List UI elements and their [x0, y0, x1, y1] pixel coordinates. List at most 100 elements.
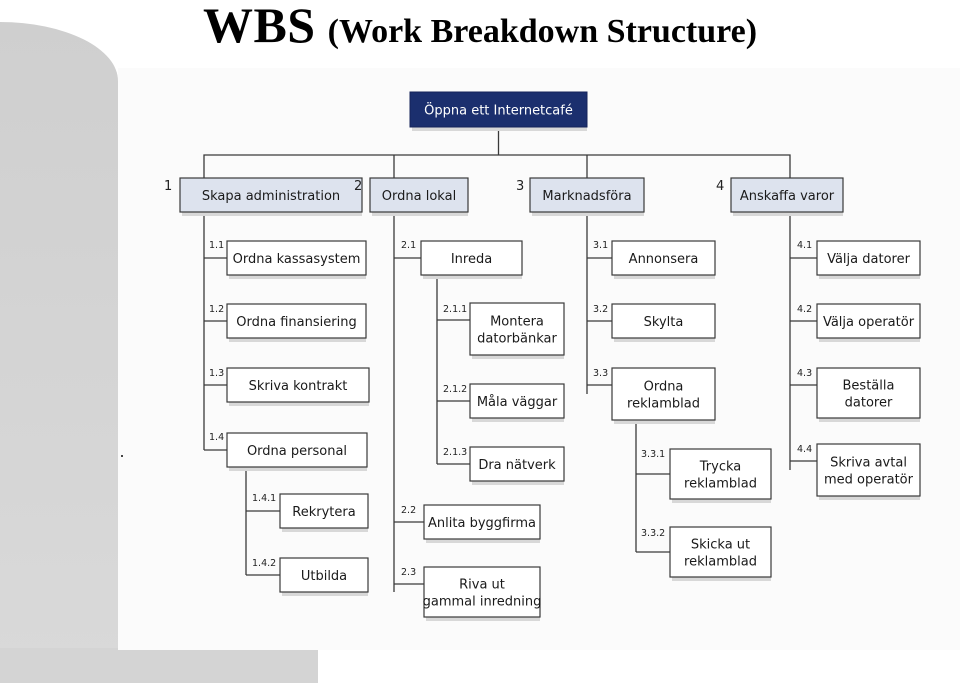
- node-shadow: [426, 539, 540, 543]
- node-box: [816, 240, 921, 276]
- node-label: Ordna lokal: [382, 189, 456, 204]
- node-box: [423, 504, 541, 540]
- node-number: 1.3: [209, 368, 224, 379]
- node-number: 4: [716, 179, 724, 194]
- node-label: Ordna kassasystem: [233, 252, 361, 267]
- node-label: Marknadsföra: [542, 189, 631, 204]
- node-label: reklamblad: [627, 397, 700, 412]
- node-shadow: [614, 275, 715, 279]
- node-shadow: [532, 212, 644, 216]
- node-label: Inreda: [451, 252, 492, 267]
- connector-line: [203, 154, 791, 178]
- stray-dot: [121, 455, 123, 457]
- node-label: Beställa: [843, 379, 895, 394]
- node-box: [409, 91, 588, 128]
- node-number: 1.2: [209, 304, 224, 315]
- node-box: [226, 432, 368, 468]
- node-number: 2.1.3: [443, 447, 467, 458]
- node-label: Ordna: [644, 380, 684, 395]
- node-box: [469, 446, 565, 482]
- slide-title: WBS (Work Breakdown Structure): [0, 0, 960, 50]
- node-label: Anlita byggfirma: [428, 516, 536, 531]
- node-label: Skriva avtal: [830, 456, 907, 471]
- node-shadow: [472, 418, 564, 422]
- node-number: 2: [354, 179, 362, 194]
- node-label: reklamblad: [684, 477, 757, 492]
- wbs-node-anlita-byggfirma: Anlita byggfirma 2.2: [401, 504, 541, 543]
- node-shadow: [819, 418, 920, 422]
- node-shadow: [229, 402, 369, 406]
- node-box: [611, 240, 716, 276]
- slide-title-main: WBS: [202, 0, 316, 53]
- node-box: [423, 566, 541, 618]
- node-shadow: [819, 496, 920, 500]
- node-shadow: [819, 338, 920, 342]
- node-shadow: [672, 499, 771, 503]
- node-shadow: [372, 212, 468, 216]
- node-number: 2.3: [401, 567, 416, 578]
- wbs-node-mala-vaggar: Måla väggar 2.1.2: [443, 383, 565, 422]
- node-number: 1.4: [209, 432, 224, 443]
- connector-lines: [203, 127, 817, 592]
- node-box: [179, 177, 363, 213]
- node-shadow: [472, 481, 564, 485]
- node-box: [226, 303, 367, 339]
- node-box: [369, 177, 469, 213]
- node-box: [279, 493, 369, 529]
- node-label: datorbänkar: [477, 332, 557, 347]
- node-label: datorer: [845, 396, 893, 411]
- node-box: [469, 383, 565, 419]
- node-label: Måla väggar: [477, 395, 558, 410]
- node-shadow: [229, 338, 366, 342]
- node-label: Annonsera: [629, 252, 699, 267]
- wbs-node-oppna-ett-internetcafe: Öppna ett Internetcafé: [409, 91, 588, 131]
- node-box: [669, 526, 772, 578]
- wbs-node-ordna-kassasystem: Ordna kassasystem 1.1: [209, 240, 367, 279]
- node-box: [816, 303, 921, 339]
- node-label: Riva ut: [459, 578, 505, 593]
- node-label: Ordna finansiering: [236, 315, 356, 330]
- node-box: [816, 443, 921, 497]
- node-shadow: [229, 467, 367, 471]
- node-number: 2.1.1: [443, 304, 467, 315]
- node-number: 4.4: [797, 444, 812, 455]
- node-shadow: [472, 355, 564, 359]
- node-label: Skylta: [644, 315, 684, 330]
- node-label: Skapa administration: [202, 189, 340, 204]
- node-box: [529, 177, 645, 213]
- wbs-node-annonsera: Annonsera 3.1: [593, 240, 716, 279]
- node-number: 2.2: [401, 505, 416, 516]
- node-shadow: [412, 127, 587, 131]
- node-number: 3.2: [593, 304, 608, 315]
- node-box: [816, 367, 921, 419]
- node-shadow: [282, 592, 368, 596]
- node-number: 3.3: [593, 368, 608, 379]
- node-number: 3.1: [593, 240, 608, 251]
- node-shadow: [672, 577, 771, 581]
- slide-title-sub: (Work Breakdown Structure): [327, 13, 758, 50]
- node-shadow: [614, 420, 715, 424]
- wbs-node-skylta: Skylta 3.2: [593, 303, 716, 342]
- node-label: Utbilda: [301, 569, 347, 584]
- node-number: 2.1.2: [443, 384, 467, 395]
- node-box: [226, 240, 367, 276]
- node-label: Öppna ett Internetcafé: [424, 102, 573, 119]
- node-number: 3: [516, 179, 524, 194]
- node-box: [469, 302, 565, 356]
- node-number: 1.1: [209, 240, 224, 251]
- node-box: [669, 448, 772, 500]
